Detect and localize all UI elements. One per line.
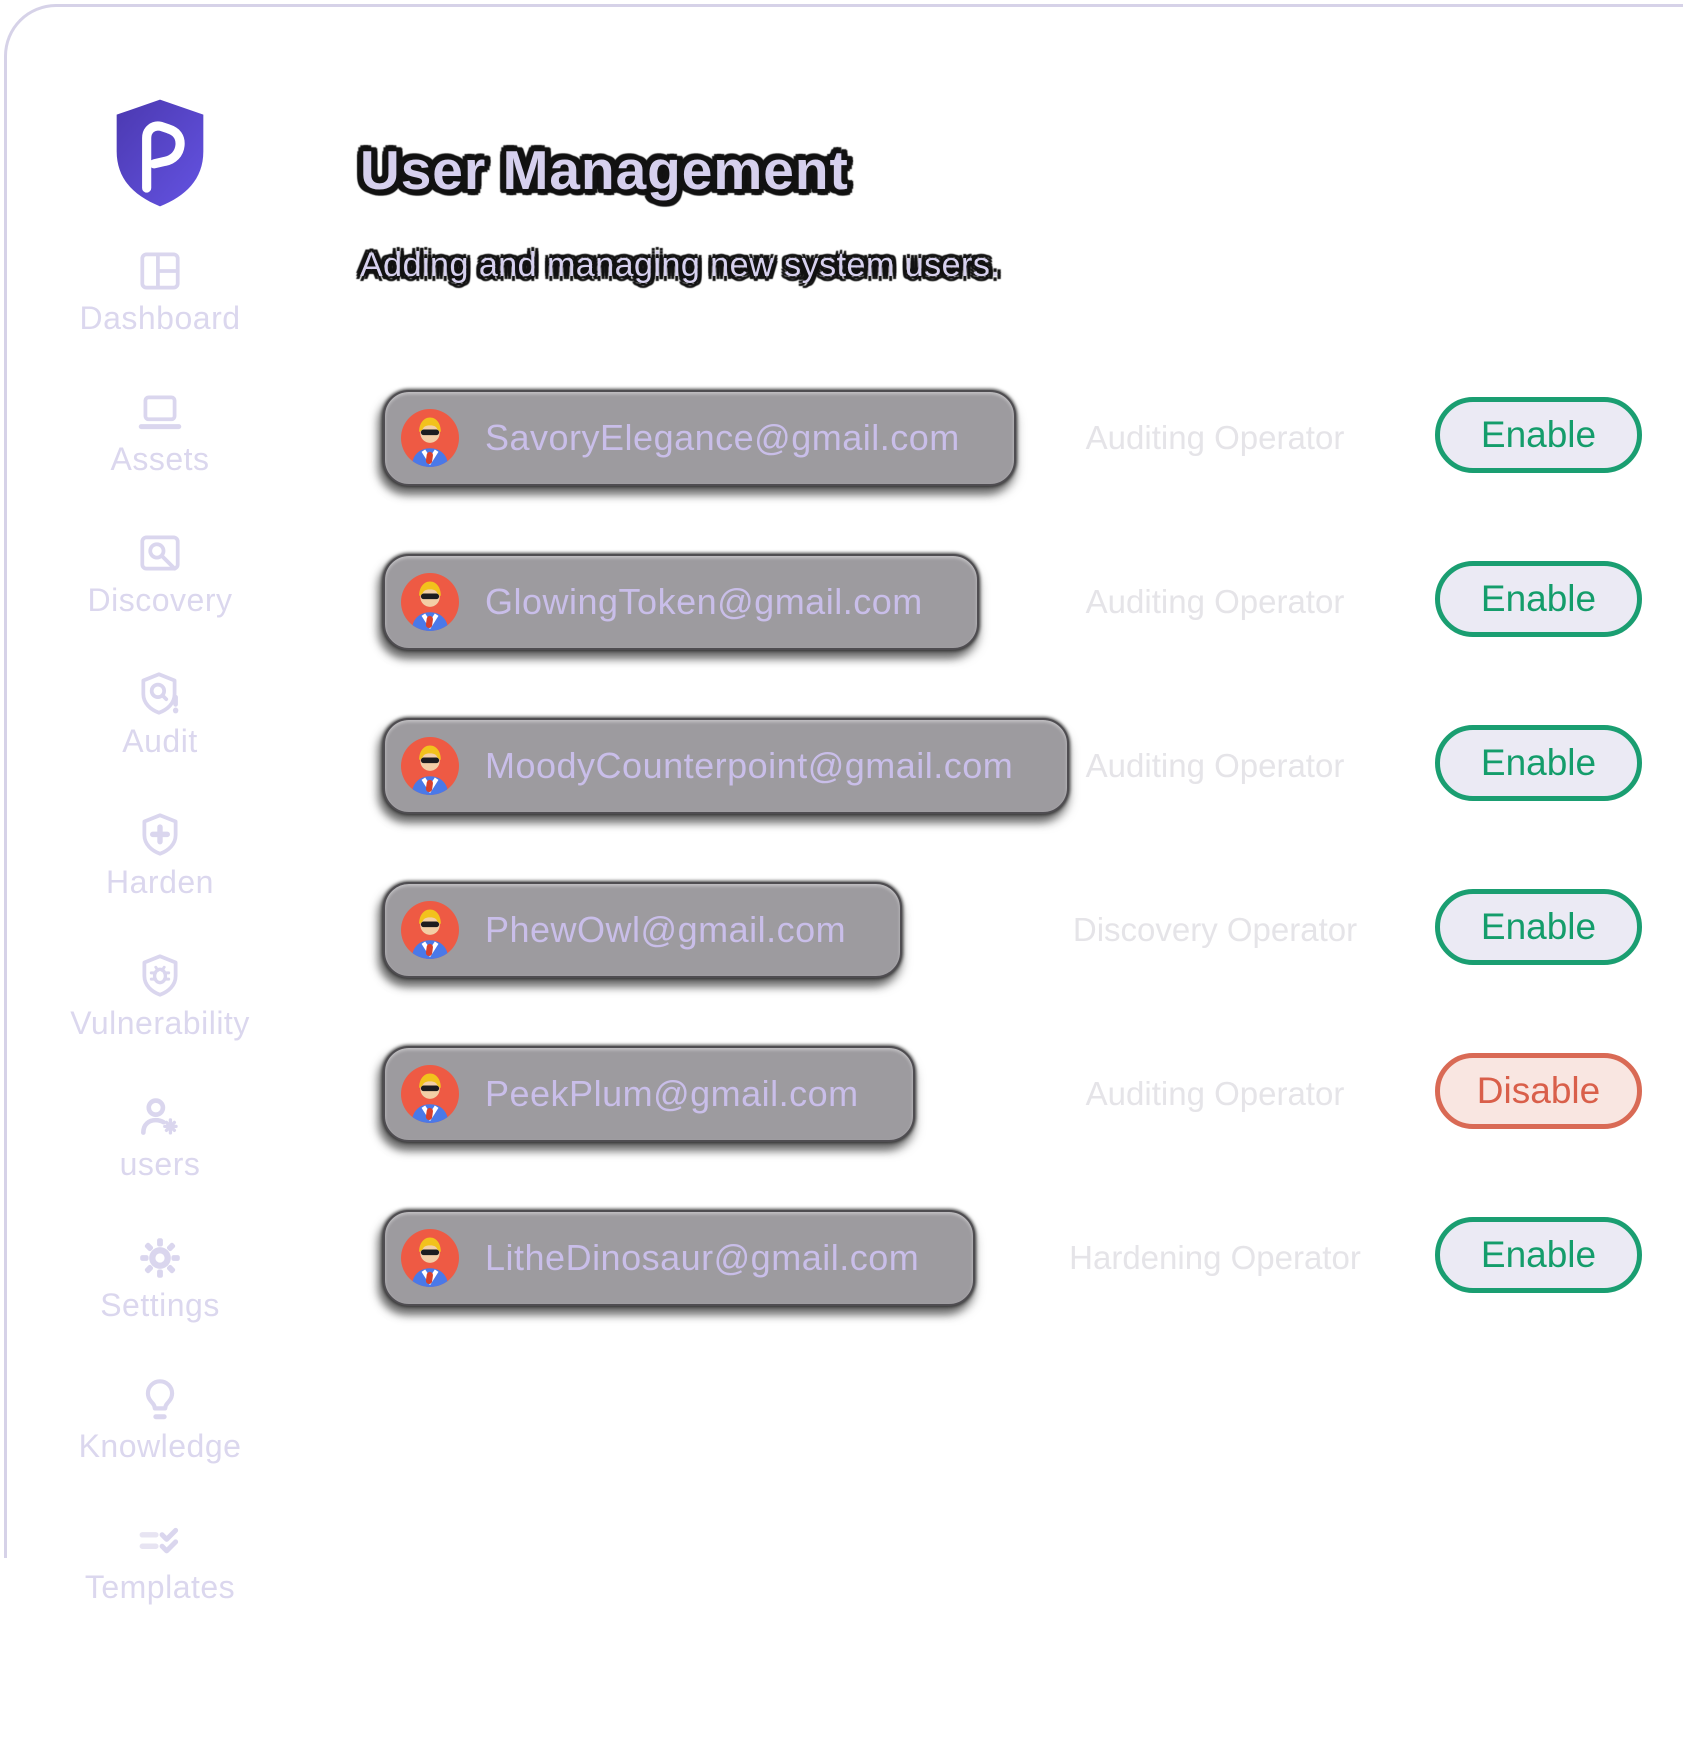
user-avatar [401, 1229, 459, 1287]
sidebar-item-settings[interactable]: Settings [100, 1233, 220, 1324]
sidebar-item-label: Harden [106, 864, 214, 900]
user-role: Discovery Operator [1072, 911, 1358, 948]
user-email: PhewOwl@gmail.com [485, 909, 847, 950]
sidebar-item-label: Assets [110, 441, 210, 477]
sidebar-item-harden[interactable]: Harden [106, 810, 214, 901]
checklist-icon [139, 1527, 179, 1554]
user-email-pill[interactable]: GlowingToken@gmail.com [383, 554, 979, 650]
user-email: GlowingToken@gmail.com [485, 581, 923, 622]
user-email: LitheDinosaur@gmail.com [485, 1237, 920, 1278]
page-title: User Management [360, 139, 849, 201]
user-row: GlowingToken@gmail.com Auditing Operator… [0, 554, 1683, 650]
shield-search-alert-icon [141, 672, 179, 715]
disable-button[interactable]: Disable [1435, 1053, 1642, 1129]
user-email-pill[interactable]: SavoryElegance@gmail.com [383, 390, 1016, 486]
user-role: Auditing Operator [1085, 419, 1345, 456]
user-role: Auditing Operator [1085, 1075, 1345, 1112]
sidebar-item-label: users [119, 1146, 201, 1182]
sidebar-item-users[interactable]: users [120, 1092, 201, 1183]
user-email-pill[interactable]: LitheDinosaur@gmail.com [383, 1210, 976, 1306]
user-avatar [401, 1065, 459, 1123]
lightbulb-icon [145, 1379, 175, 1420]
shield-plus-icon [142, 813, 178, 856]
sidebar-item-label: Dashboard [79, 300, 241, 336]
sidebar-item-label: Discovery [87, 582, 233, 618]
user-role: Auditing Operator [1085, 747, 1345, 784]
sidebar-item-label: Settings [100, 1287, 220, 1323]
shield-bug-icon [142, 954, 178, 997]
user-role: Auditing Operator [1085, 583, 1345, 620]
user-row: PeekPlum@gmail.com Auditing Operator Dis… [0, 1046, 1683, 1142]
user-gear-icon [141, 1098, 178, 1135]
enable-button[interactable]: Enable [1435, 561, 1642, 637]
user-email-pill[interactable]: PhewOwl@gmail.com [383, 882, 903, 978]
sidebar-item-label: Audit [122, 723, 198, 759]
user-row: SavoryElegance@gmail.com Auditing Operat… [0, 390, 1683, 486]
enable-button[interactable]: Enable [1435, 397, 1642, 473]
sidebar-item-label: Knowledge [78, 1428, 242, 1464]
sidebar-item-discovery[interactable]: Discovery [88, 528, 233, 619]
sidebar-item-audit[interactable]: Audit [122, 669, 197, 760]
sidebar-item-knowledge[interactable]: Knowledge [79, 1374, 242, 1465]
user-row: PhewOwl@gmail.com Discovery Operator Ena… [0, 882, 1683, 978]
sidebar-item-dashboard[interactable]: Dashboard [79, 246, 240, 337]
sidebar-item-label: Templates [84, 1569, 236, 1605]
sidebar-nav: Dashboard Assets Discovery Audit [10, 246, 310, 1606]
user-email-pill[interactable]: PeekPlum@gmail.com [383, 1046, 915, 1142]
user-role: Hardening Operator [1069, 1239, 1361, 1276]
user-avatar [401, 737, 459, 795]
user-avatar [401, 409, 459, 467]
laptop-icon [138, 395, 182, 430]
app-logo-shield-icon [110, 98, 210, 210]
sidebar-item-vulnerability[interactable]: Vulnerability [70, 951, 250, 1042]
gear-icon [140, 1238, 180, 1278]
user-row: MoodyCounterpoint@gmail.com Auditing Ope… [0, 718, 1683, 814]
user-avatar [401, 901, 459, 959]
sidebar-item-assets[interactable]: Assets [110, 387, 209, 478]
enable-button[interactable]: Enable [1435, 1217, 1642, 1293]
user-email: SavoryElegance@gmail.com [485, 417, 960, 458]
user-email: MoodyCounterpoint@gmail.com [485, 745, 1014, 786]
page-subtitle: Adding and managing new system users. [360, 246, 1001, 284]
sidebar: Dashboard Assets Discovery Audit [10, 98, 310, 1606]
enable-button[interactable]: Enable [1435, 725, 1642, 801]
user-row: LitheDinosaur@gmail.com Hardening Operat… [0, 1210, 1683, 1306]
user-email: PeekPlum@gmail.com [485, 1073, 859, 1114]
enable-button[interactable]: Enable [1435, 889, 1642, 965]
sidebar-item-label: Vulnerability [70, 1005, 250, 1041]
user-avatar [401, 573, 459, 631]
dashboard-layout-icon [140, 252, 180, 290]
search-frame-icon [140, 535, 180, 571]
user-email-pill[interactable]: MoodyCounterpoint@gmail.com [383, 718, 1070, 814]
sidebar-item-templates[interactable]: Templates [85, 1515, 235, 1606]
